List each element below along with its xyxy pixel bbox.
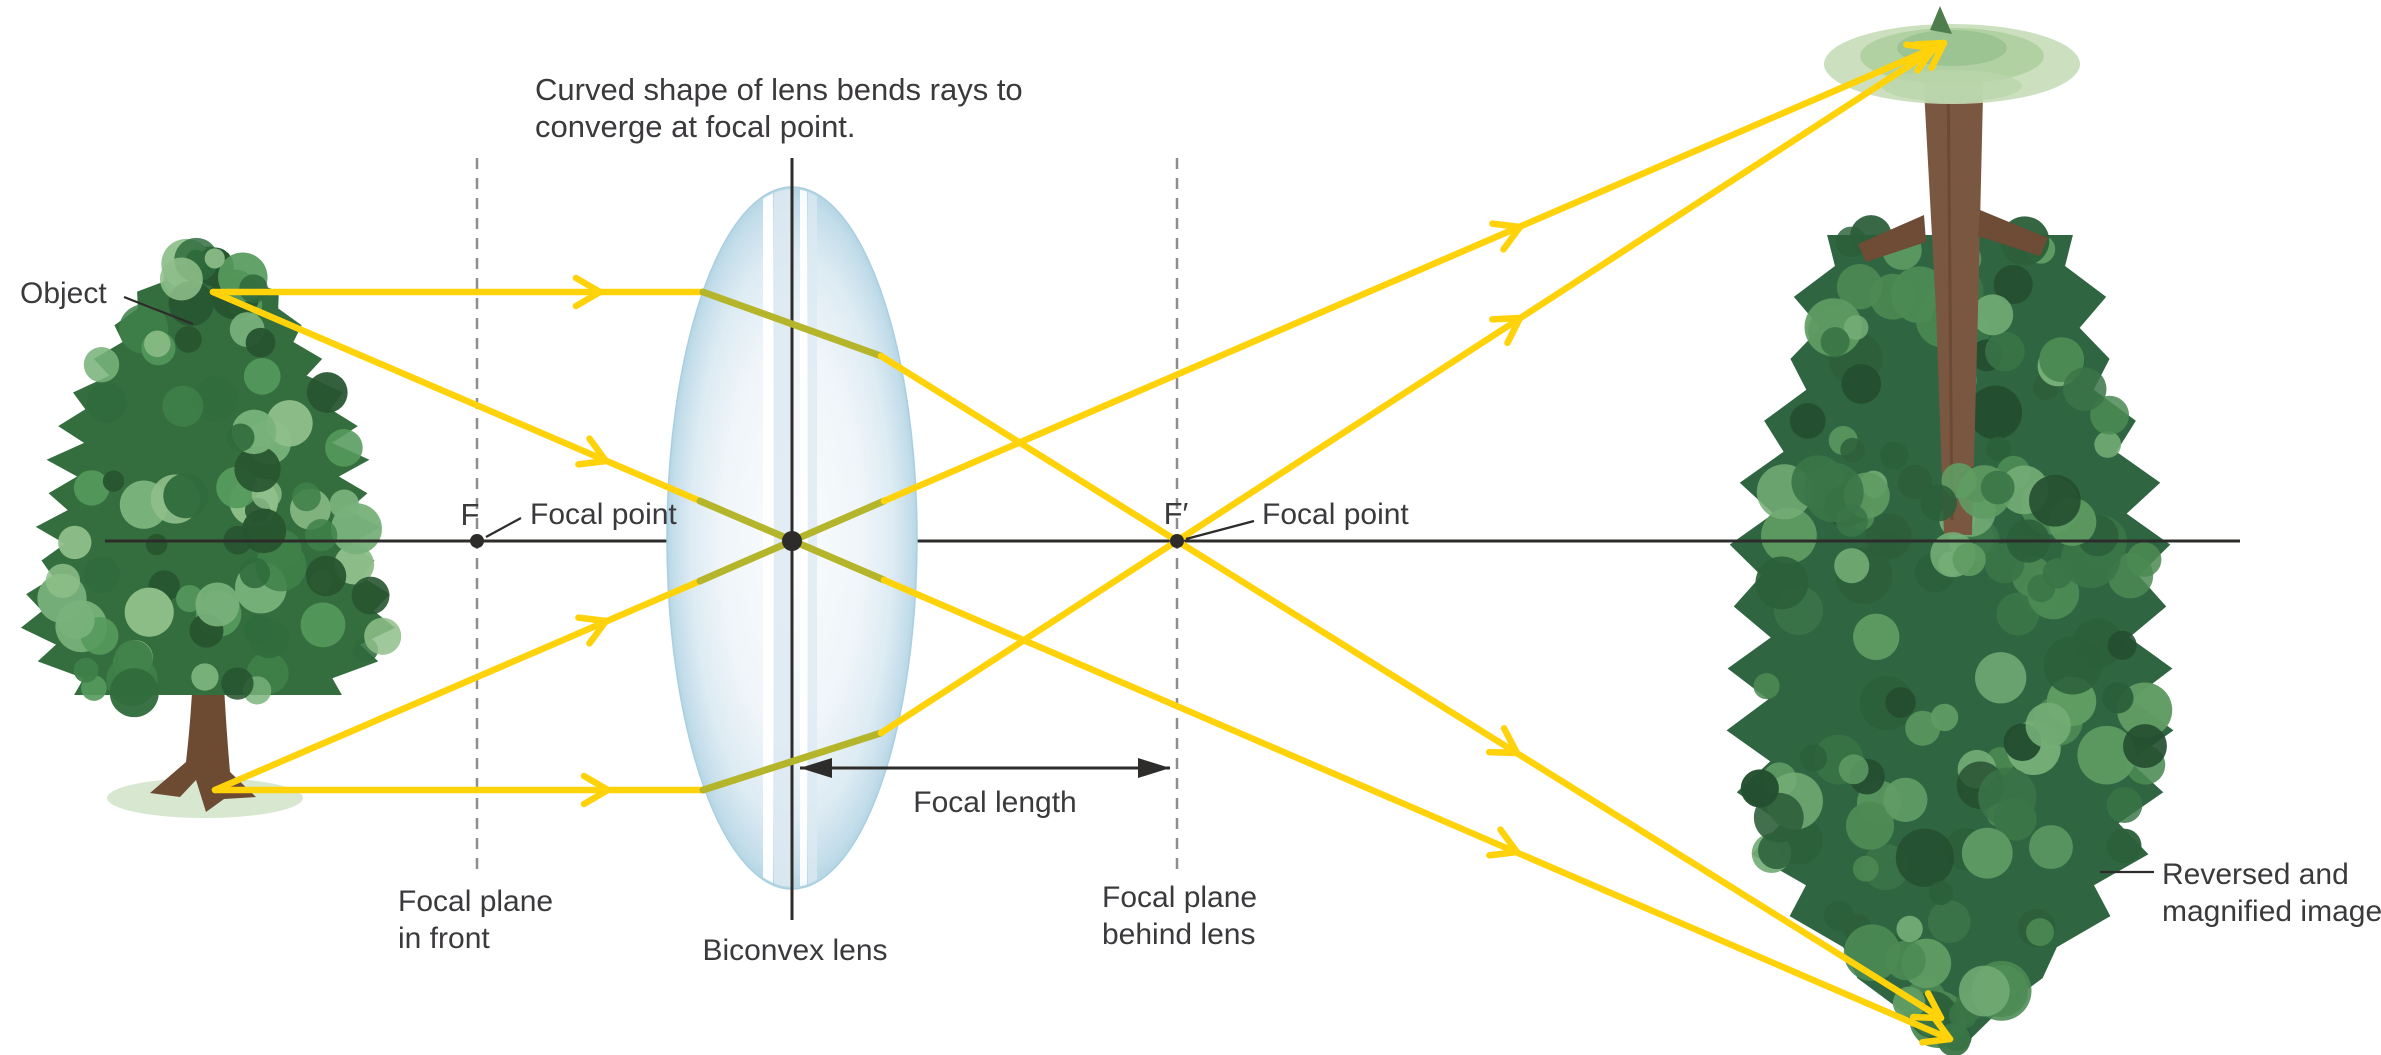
focal-point-F-pointer	[485, 517, 522, 538]
arrow-icon	[572, 274, 604, 310]
arrow-icon	[1485, 725, 1521, 757]
biconvex-lens-label: Biconvex lens	[702, 934, 887, 967]
ray-top-central	[209, 288, 704, 505]
focal-point-Fprime-pointer	[1185, 519, 1255, 541]
arrow-icon	[1909, 990, 1945, 1022]
ray-bottom-central-exit	[880, 44, 1938, 505]
annotations: Curved shape of lens bends rays to conve…	[20, 72, 2381, 967]
focal-point-F-label: Focal point	[530, 498, 677, 531]
focal-point-F-symbol: F	[461, 497, 480, 532]
reversed-image-tree	[1726, 6, 2174, 1055]
object-label: Object	[20, 277, 107, 310]
object-pointer-line	[123, 295, 194, 326]
focal-point-F-dot	[470, 534, 484, 548]
focal-plane-front-label-line1: Focal plane	[398, 885, 553, 918]
focal-plane-behind-label-line2: behind lens	[1102, 918, 1255, 951]
figure-caption-line2: converge at focal point.	[535, 109, 856, 144]
ray-top-parallel-in-lens	[699, 288, 885, 360]
focal-length-dimension: Focal length	[800, 758, 1170, 819]
arrow-icon	[1903, 41, 1938, 74]
ray-bottom-parallel-in-lens	[699, 729, 885, 794]
focal-length-label: Focal length	[913, 786, 1076, 819]
arrow-icon	[580, 772, 612, 808]
focal-point-Fprime-symbol: F′	[1164, 496, 1189, 531]
arrow-icon	[1486, 826, 1521, 859]
arrow-icon	[1489, 220, 1524, 253]
ray-top-parallel-refracted	[877, 352, 1945, 1022]
ray-bottom-central	[211, 577, 704, 794]
focal-point-Fprime-dot	[1170, 534, 1184, 548]
reversed-image-label-line2: magnified image	[2162, 895, 2381, 928]
figure-caption-line1: Curved shape of lens bends rays to	[535, 72, 1023, 107]
ray-arrowheads	[572, 39, 1954, 1046]
ray-bottom-parallel-refracted	[877, 39, 1948, 737]
ray-top-central-exit	[880, 576, 1954, 1043]
focal-plane-front-label-line2: in front	[398, 922, 490, 955]
lens-center-dot	[782, 531, 802, 551]
arrow-icon	[575, 614, 610, 647]
focal-plane-behind-label-line1: Focal plane	[1102, 881, 1257, 914]
light-rays	[209, 39, 1954, 1043]
arrow-icon	[1919, 1013, 1954, 1046]
arrow-icon	[575, 435, 610, 468]
reversed-image-label-line1: Reversed and	[2162, 858, 2349, 891]
object-tree	[20, 237, 402, 818]
arrow-icon	[1488, 314, 1524, 347]
focal-point-Fprime-label: Focal point	[1262, 498, 1409, 531]
arrow-right-icon	[1138, 758, 1170, 778]
arrow-left-icon	[800, 758, 832, 778]
